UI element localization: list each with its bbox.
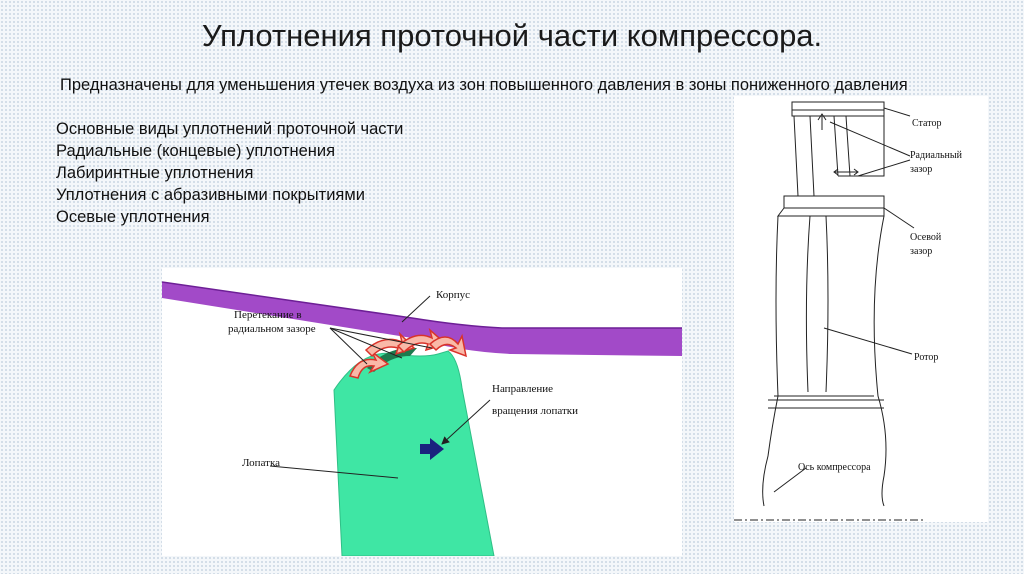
seal-types-list: Основные виды уплотнений проточной части… — [56, 118, 986, 228]
blade-shape — [333, 350, 495, 557]
list-item: Лабиринтные уплотнения — [56, 164, 254, 182]
direction-label-line1: Направление — [492, 383, 553, 395]
rotor-label: Ротор — [914, 352, 938, 363]
rotation-arrow — [420, 438, 444, 460]
stator-rotor-figure: Статор Радиальный зазор Осевой зазор Рот… — [734, 96, 988, 522]
slide-body: Предназначены для уменьшения утечек возд… — [56, 74, 986, 228]
leak-label-line1: Перетекание в — [234, 309, 302, 321]
blade-label: Лопатка — [242, 457, 280, 469]
slide-title: Уплотнения проточной части компрессора. — [201, 18, 823, 53]
stator-label: Статор — [912, 118, 941, 129]
direction-label-line2: вращения лопатки — [492, 405, 578, 417]
axial-gap-label-line2: зазор — [910, 246, 932, 257]
list-item: Уплотнения с абразивными покрытиями — [56, 186, 365, 204]
list-item: Осевые уплотнения — [56, 208, 210, 226]
blade-tip-diagram: Корпус Перетекание в радиальном зазоре Н… — [161, 281, 682, 557]
axial-gap-label-line1: Осевой — [910, 232, 942, 243]
list-item: Радиальные (концевые) уплотнения — [56, 142, 336, 160]
casing-band — [162, 282, 682, 356]
leak-label-line2: радиальном зазоре — [228, 323, 316, 335]
axis-label: Ось компрессора — [798, 462, 871, 473]
casing-label: Корпус — [436, 289, 470, 301]
radial-gap-label-line2: зазор — [910, 164, 932, 175]
radial-gap-label-line1: Радиальный — [910, 150, 963, 161]
list-item: Основные виды уплотнений проточной части — [56, 120, 404, 138]
intro-text: Предназначены для уменьшения утечек возд… — [60, 76, 908, 94]
stator-rotor-diagram: Статор Радиальный зазор Осевой зазор Рот… — [734, 101, 963, 521]
blade-tip-figure: Корпус Перетекание в радиальном зазоре Н… — [161, 268, 682, 557]
leak-arrows — [348, 327, 468, 379]
